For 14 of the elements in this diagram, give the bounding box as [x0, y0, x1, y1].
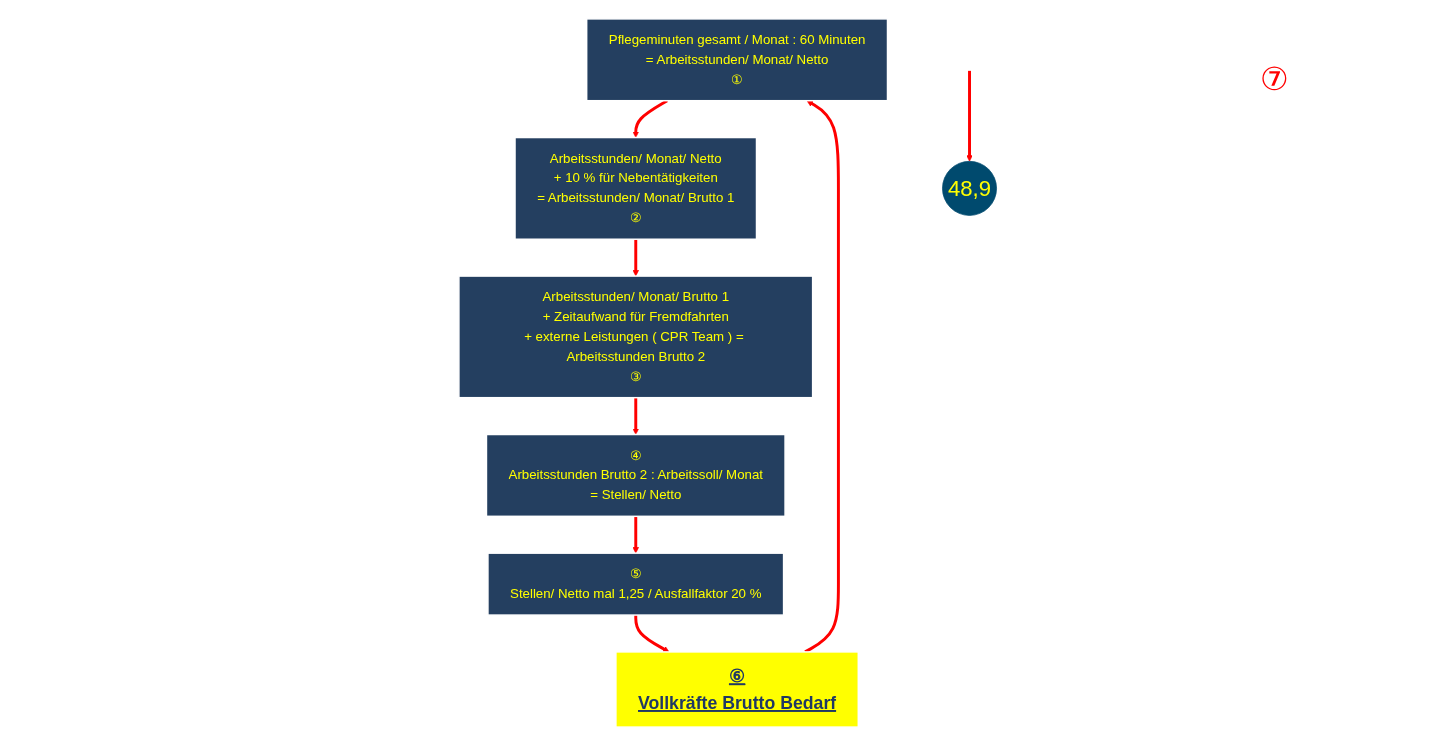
- step-number: ⑦: [1260, 60, 1289, 98]
- arrow: [632, 516, 640, 554]
- arrow: [632, 99, 669, 138]
- node-box: Pflegeminuten gesamt / Monat : 60 Minuten = Arbeitsstunden/ Monat/ Netto ①: [586, 18, 889, 102]
- node-box: ⑤ Stellen/ Netto mal 1,25 / Ausfallfaktor 20 %: [487, 552, 785, 616]
- node-box: Arbeitsstunden/ Monat/ Brutto 1 + Zeitaufwand für Fremdfahrten + externe Leistungen ( CPR Team ) = Arbeitsstunden Brutto 2 ③: [458, 275, 814, 399]
- arrow: [632, 239, 640, 277]
- node-box: Arbeitsstunden/ Monat/ Netto + 10 % für Nebentätigkeiten = Arbeitsstunden/ Monat/ Brutto 1 ②: [514, 136, 758, 240]
- node-box: ④ Arbeitsstunden Brutto 2 : Arbeitssoll/ Monat = Stellen/ Netto: [486, 433, 787, 518]
- arrow: [634, 615, 670, 653]
- arrow: [966, 70, 973, 162]
- node-circle: 48,9: [942, 161, 998, 216]
- node-box: ⑥ Vollkräfte Brutto Bedarf: [615, 651, 860, 728]
- arrow: [632, 397, 640, 435]
